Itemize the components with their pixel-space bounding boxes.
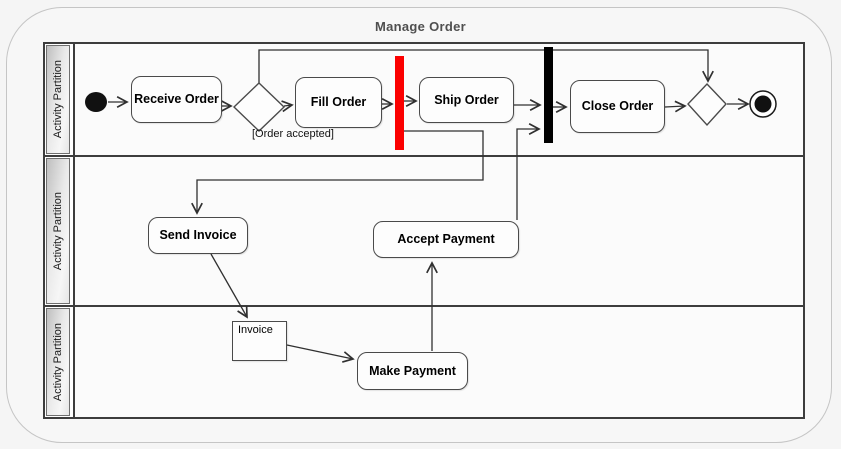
swimlane-3-header: Activity Partition: [45, 307, 75, 417]
action-close-order: Close Order: [570, 80, 665, 133]
swimlane-1-header-fill: Activity Partition: [46, 45, 70, 154]
swimlane-2-label: Activity Partition: [52, 191, 64, 271]
diagram-title: Manage Order: [374, 19, 466, 34]
swimlane-3: Activity Partition: [45, 305, 803, 417]
swimlane-3-label: Activity Partition: [52, 322, 64, 402]
action-send-invoice: Send Invoice: [148, 217, 248, 254]
action-receive-order: Receive Order: [131, 76, 222, 123]
action-ship-order: Ship Order: [419, 77, 514, 123]
swimlane-3-header-fill: Activity Partition: [46, 308, 70, 416]
swimlane-1-header: Activity Partition: [45, 44, 75, 155]
action-accept-payment: Accept Payment: [373, 221, 519, 258]
action-fill-order: Fill Order: [295, 77, 382, 128]
swimlane-2-header: Activity Partition: [45, 157, 75, 305]
guard-label-order-accepted: [Order accepted]: [252, 128, 334, 140]
action-make-payment: Make Payment: [357, 352, 468, 390]
swimlane-2-header-fill: Activity Partition: [46, 158, 70, 304]
object-node-invoice: Invoice: [232, 321, 287, 361]
swimlane-1-label: Activity Partition: [52, 60, 64, 139]
